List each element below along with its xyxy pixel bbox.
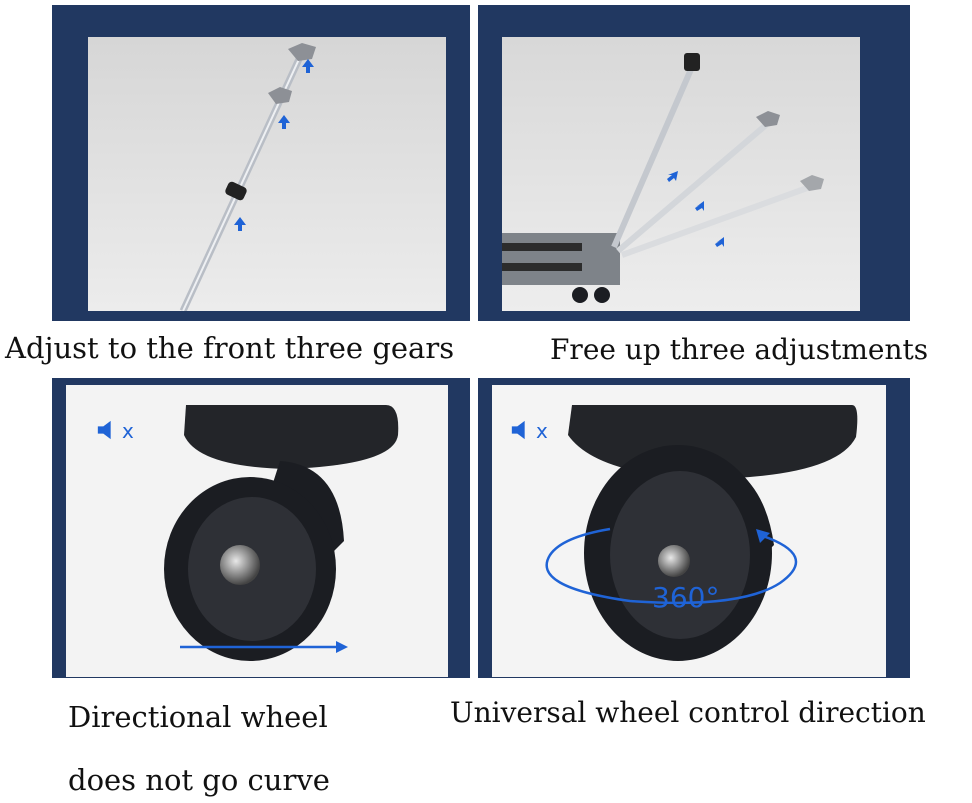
caster-wheel-icon <box>492 385 886 677</box>
rotation-label: 360° <box>652 581 720 614</box>
mute-mark: x <box>536 419 548 443</box>
photo-telescopic-handle <box>88 37 446 311</box>
telescopic-handle-icon <box>88 37 446 311</box>
photo-directional-wheel: x <box>66 385 448 677</box>
caption-directional-wheel-line1: Directional wheel <box>68 700 328 734</box>
photo-universal-wheel: x 360° <box>492 385 886 677</box>
speaker-muted-icon <box>97 420 111 440</box>
mute-mark: x <box>122 419 134 443</box>
caster-wheel-icon <box>66 385 448 677</box>
up-arrow-icon <box>234 59 314 231</box>
photo-trolley-handle <box>502 37 860 311</box>
caption-directional-wheel-line2: does not go curve <box>68 763 330 797</box>
rotation-arrow-icon <box>545 527 798 605</box>
caption-three-adjustments: Free up three adjustments <box>550 333 929 366</box>
caption-universal-wheel: Universal wheel control direction <box>450 696 926 729</box>
trolley-handle-icon <box>502 37 860 311</box>
speaker-muted-icon <box>511 420 525 440</box>
right-arrow-icon <box>180 641 348 653</box>
caption-front-gears: Adjust to the front three gears <box>5 331 455 365</box>
up-arrow-icon <box>667 171 724 247</box>
